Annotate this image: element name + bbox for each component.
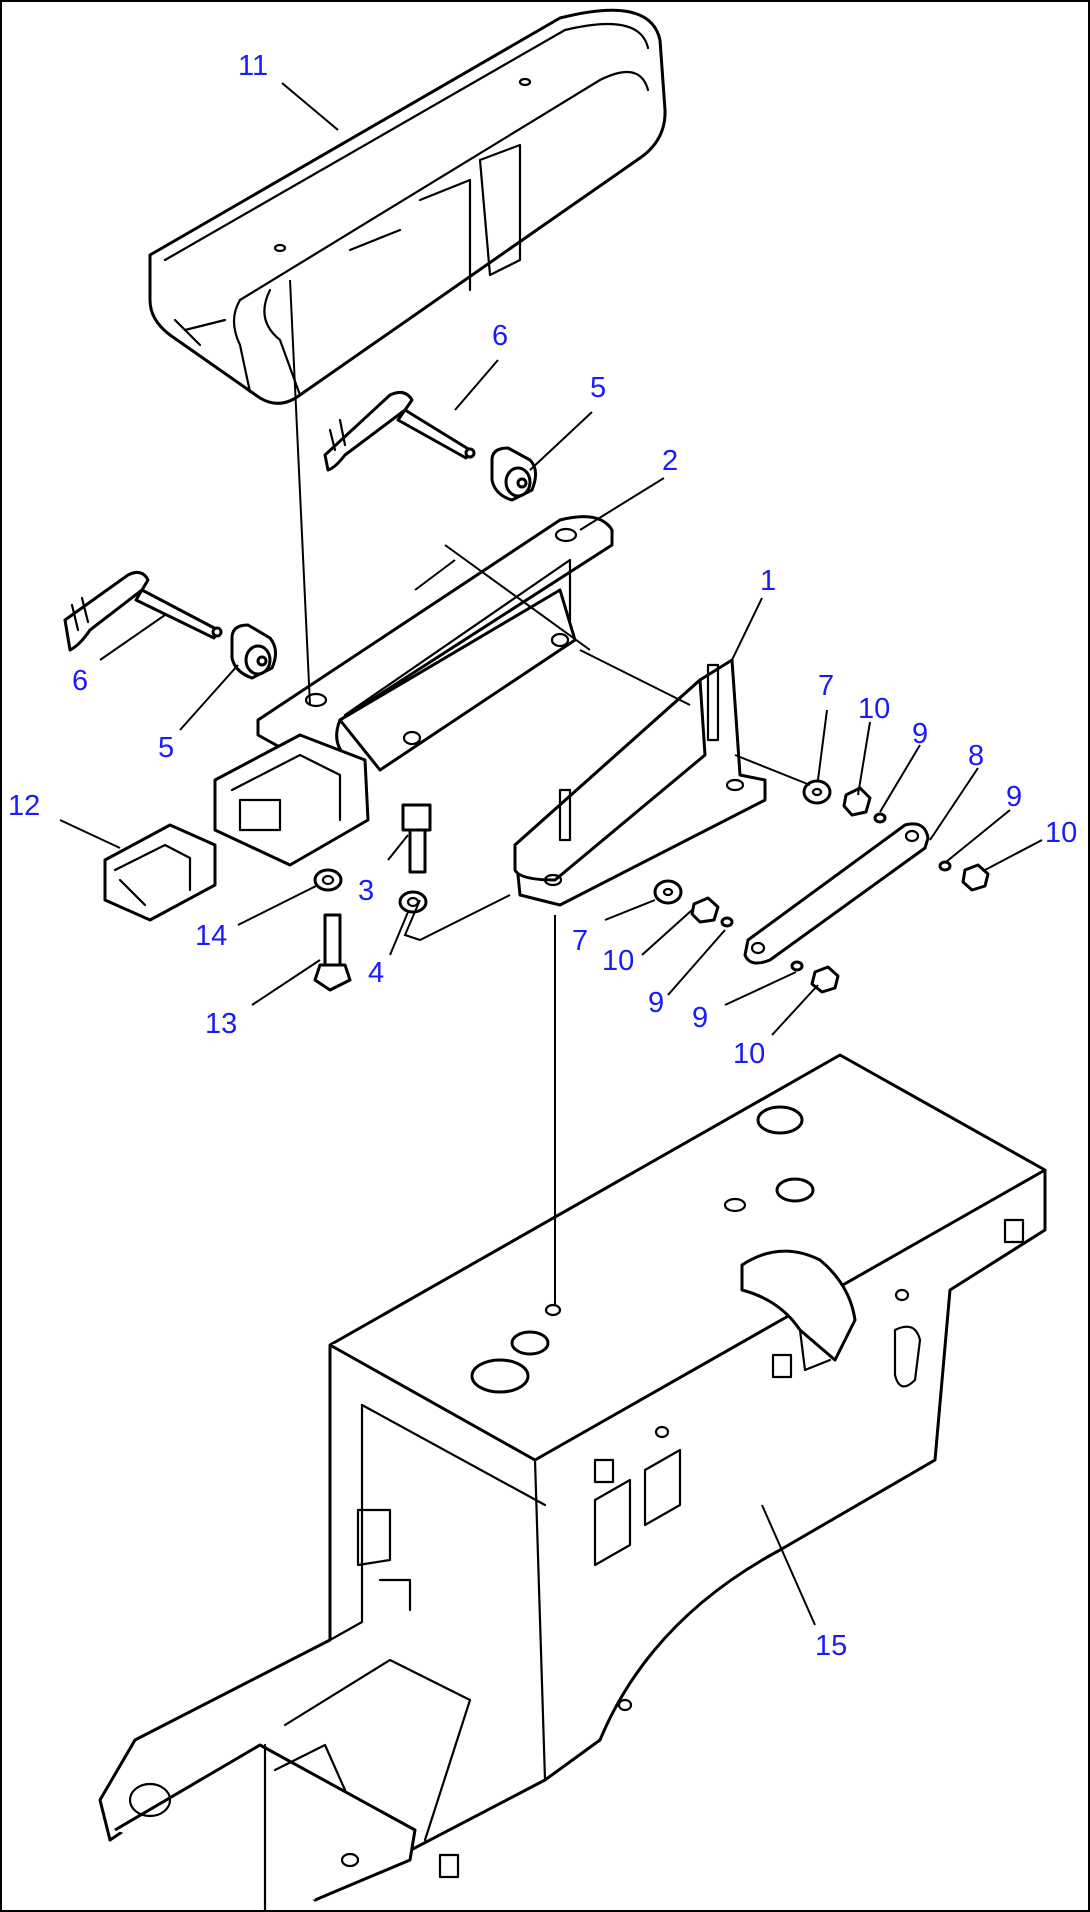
part-6-upper-lever — [323, 390, 476, 472]
part-15-frame — [98, 1053, 1047, 1912]
label-9: 9 — [648, 987, 664, 1019]
label-12: 12 — [8, 790, 40, 822]
part-connector-housing — [213, 733, 370, 867]
part-6-lower-lever — [63, 570, 223, 652]
label-13: 13 — [205, 1008, 237, 1040]
label-10: 10 — [858, 693, 890, 725]
label-10: 10 — [733, 1038, 765, 1070]
hardware-group — [313, 779, 990, 994]
part-8-link — [743, 822, 930, 965]
label-9: 9 — [912, 718, 928, 750]
part-1-bracket — [513, 658, 767, 907]
label-6: 6 — [492, 320, 508, 352]
label-7: 7 — [818, 670, 834, 702]
part-11-armrest — [148, 8, 667, 405]
callout-labels: 11 6 5 2 1 6 5 7 10 9 8 9 10 12 3 14 4 7… — [8, 50, 1077, 1662]
label-11: 11 — [238, 50, 268, 82]
part-5-upper-bushing — [490, 446, 537, 502]
label-8: 8 — [968, 740, 984, 772]
label-9: 9 — [692, 1002, 708, 1034]
label-4: 4 — [368, 957, 384, 989]
label-5: 5 — [158, 732, 174, 764]
part-5-lower-bushing — [230, 623, 277, 680]
label-7: 7 — [572, 925, 588, 957]
label-2: 2 — [662, 445, 678, 477]
label-9: 9 — [1006, 781, 1022, 813]
label-3: 3 — [358, 875, 374, 907]
part-12-switch — [103, 823, 217, 922]
label-6: 6 — [72, 665, 88, 697]
label-1: 1 — [760, 565, 776, 597]
label-14: 14 — [195, 920, 227, 952]
alignment-lines — [59, 82, 1043, 1626]
label-5: 5 — [590, 372, 606, 404]
label-10: 10 — [602, 945, 634, 977]
part-2-upper-bracket — [256, 515, 614, 777]
label-15: 15 — [815, 1630, 847, 1662]
label-10: 10 — [1045, 817, 1077, 849]
